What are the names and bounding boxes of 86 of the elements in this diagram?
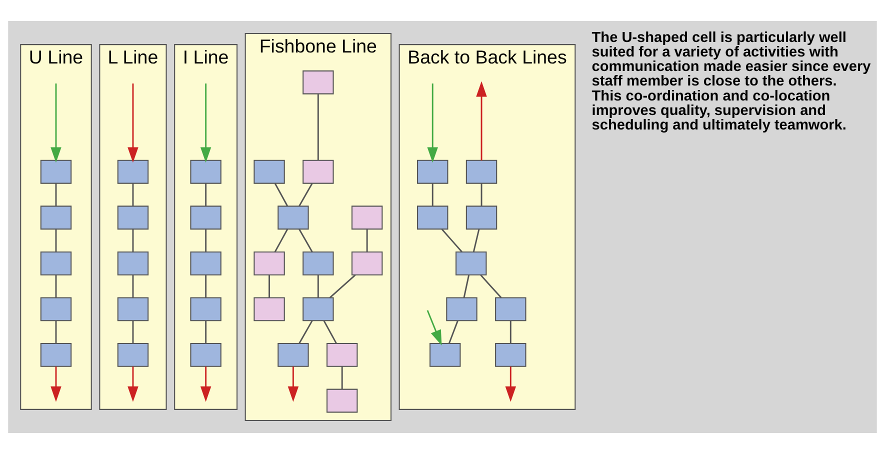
node-box: [254, 159, 285, 184]
node-box: [466, 159, 498, 184]
node-box: [278, 342, 309, 366]
arrow: [50, 366, 62, 402]
node-box: [40, 296, 72, 321]
connector: [205, 274, 207, 298]
node-box: [40, 205, 72, 230]
connector: [432, 182, 434, 206]
cluster: L Line: [99, 44, 167, 410]
node-box: [302, 70, 334, 94]
label: The U-shaped cell is particularly well suited for a variety of activities with communication made easier since every staff member is close to the others. This co-ordination and co-location improves quality, supervision and scheduling and ultimately teamwork.: [592, 30, 871, 133]
node-box: [495, 342, 526, 366]
node-box: [117, 296, 149, 321]
connector: [317, 94, 319, 160]
cluster: U Line: [20, 44, 92, 410]
node-box: [302, 250, 334, 275]
node-box: [190, 296, 222, 321]
connector: [480, 274, 502, 298]
arrow: [288, 366, 299, 402]
arrow: [200, 366, 212, 402]
node-box: [117, 250, 149, 275]
connector: [480, 182, 482, 206]
connector: [441, 228, 462, 252]
node-box: [326, 342, 358, 366]
node-box: [466, 205, 498, 230]
connector: [341, 366, 343, 389]
node-box: [456, 250, 487, 275]
node-box: [40, 250, 72, 275]
connector: [132, 320, 134, 343]
connector: [55, 182, 57, 206]
node-box: [117, 342, 149, 366]
connector: [205, 228, 207, 252]
node-box: [446, 296, 478, 321]
arrow: [200, 82, 212, 162]
node-box: [417, 159, 448, 184]
arrow: [505, 366, 516, 402]
node-box: [190, 159, 222, 184]
connector: [298, 182, 313, 206]
node-box: [254, 250, 285, 275]
connector: [132, 182, 134, 206]
node-box: [417, 205, 448, 230]
node-box: [302, 159, 334, 184]
node-box: [117, 159, 149, 184]
node-box: [278, 205, 309, 230]
connector: [274, 228, 288, 252]
connector: [55, 274, 57, 298]
node-box: [40, 159, 72, 184]
connector: [55, 228, 57, 252]
cluster: Fishbone Line: [244, 32, 392, 421]
connector: [472, 228, 480, 252]
node-box: [190, 205, 222, 230]
node-box: [430, 342, 461, 366]
connector: [329, 274, 356, 298]
node-box: [495, 296, 526, 321]
connector: [463, 274, 470, 298]
cluster: I Line: [174, 44, 238, 410]
connector: [268, 274, 270, 298]
node-box: [351, 205, 383, 230]
connector: [510, 320, 512, 343]
connector: [274, 182, 288, 206]
connector: [298, 228, 313, 252]
cluster: Back to Back Lines: [398, 44, 576, 410]
node-box: [190, 342, 222, 366]
connector: [298, 320, 313, 344]
connector: [205, 320, 207, 343]
arrow: [128, 82, 138, 162]
connector: [132, 274, 134, 298]
node-box: [40, 342, 72, 366]
arrow: [128, 366, 138, 402]
node-box: [302, 296, 334, 321]
connector: [132, 228, 134, 252]
connector: [55, 320, 57, 343]
node-box: [117, 205, 149, 230]
node-box: [326, 388, 358, 412]
connector: [366, 228, 368, 252]
connector: [323, 320, 337, 344]
arrow: [427, 82, 438, 162]
node-box: [190, 250, 222, 275]
node-box: [254, 296, 285, 321]
connector: [448, 320, 458, 344]
node-box: [351, 250, 383, 275]
arrow: [476, 80, 487, 160]
arrow: [426, 310, 442, 346]
arrow: [50, 82, 62, 162]
connector: [317, 274, 319, 298]
connector: [205, 182, 207, 206]
